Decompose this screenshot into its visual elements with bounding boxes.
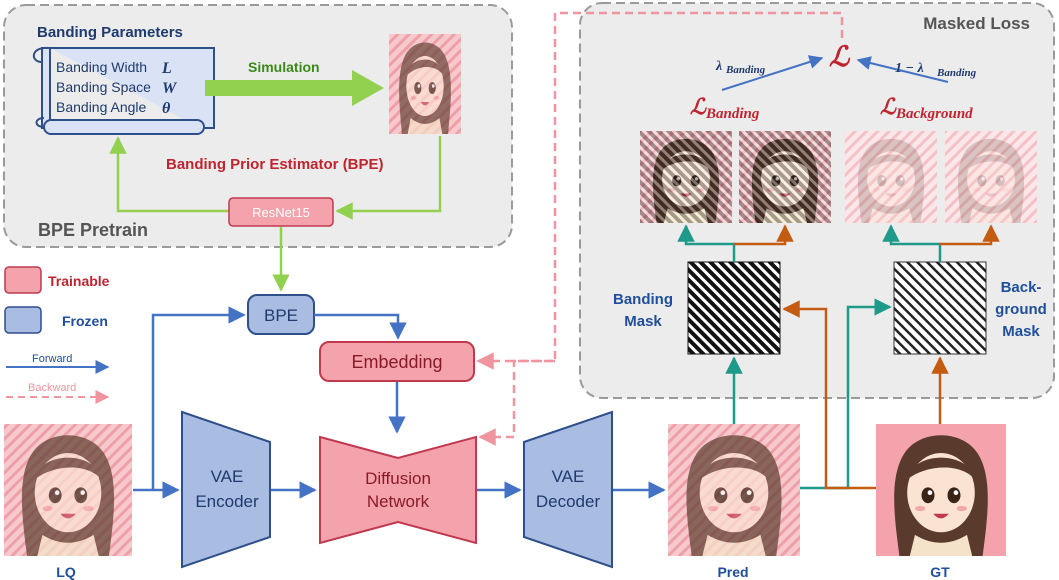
masked-loss-title: Masked Loss <box>923 14 1030 33</box>
background-loss-symbol: ℒ <box>880 94 897 119</box>
vae-encoder-label-line1: VAE <box>211 467 244 486</box>
simulated-banded-image <box>389 34 461 134</box>
banding-loss-label: ℒ Banding <box>690 94 760 122</box>
image-to-resnet-arrow <box>335 136 442 220</box>
masked-pred-background-image <box>845 131 937 223</box>
resnet-label: ResNet15 <box>252 205 310 220</box>
param-banding-angle: Banding Angle θ <box>56 99 171 117</box>
bpe-to-embedding-arrow <box>314 313 407 340</box>
bpe-pretrain-title: BPE Pretrain <box>38 220 148 240</box>
background-mask-label-line2: ground <box>995 301 1047 318</box>
banding-loss-sub: Banding <box>705 106 760 122</box>
lq-to-bpe-arrow <box>151 306 246 490</box>
banding-mask-label: Banding Mask <box>613 291 673 330</box>
resnet-box <box>228 197 334 227</box>
background-mask-to-pred-arrow <box>882 224 942 262</box>
embedding-box <box>319 341 475 382</box>
bpe-estimator-label: Banding Prior Estimator (BPE) <box>166 156 384 173</box>
vae-decoder-box <box>523 410 613 569</box>
simulation-label: Simulation <box>248 59 320 75</box>
pred-to-background-mask-arrow <box>800 298 892 490</box>
masked-pred-banding-image <box>640 131 732 223</box>
param-banding-space-symbol: W <box>162 80 178 97</box>
background-mask-to-gt-arrow <box>940 224 1000 246</box>
banding-mask-to-gt-arrow <box>734 224 794 246</box>
total-loss-symbol: ℒ <box>829 42 851 73</box>
resnet-to-params-arrow <box>109 136 229 213</box>
banding-mask-image <box>687 261 781 355</box>
background-weight-label: 1 − λ Banding <box>895 61 977 79</box>
banding-weight-sub: Banding <box>725 64 766 76</box>
param-banding-width: Banding Width L <box>56 59 172 77</box>
legend-frozen-swatch <box>4 306 42 334</box>
banding-weight-arrow <box>721 55 824 91</box>
legend-backward-label: Backward <box>28 382 76 394</box>
background-loss-sub: Background <box>895 106 973 122</box>
vae-decoder-label-line2: Decoder <box>536 492 601 511</box>
param-banding-width-symbol: L <box>161 60 172 77</box>
param-banding-space-label: Banding Space <box>56 79 151 95</box>
background-weight-sub: Banding <box>936 67 977 79</box>
embedding-label: Embedding <box>351 352 442 372</box>
banding-mask-to-pred-arrow <box>677 224 736 262</box>
banding-parameters-scroll <box>32 46 215 135</box>
simulation-arrow <box>205 70 384 106</box>
background-mask-label-line1: Back- <box>1001 279 1042 296</box>
vae-decoder-label-line1: VAE <box>552 467 585 486</box>
pred-label: Pred <box>717 564 748 580</box>
banding-mask-label-line1: Banding <box>613 291 673 308</box>
gt-label: GT <box>930 564 950 580</box>
gt-to-banding-mask-arrow <box>782 300 876 490</box>
bpe-label: BPE <box>264 306 298 325</box>
background-weight-prefix: 1 − λ <box>895 61 924 76</box>
backward-to-diffusion-arrow <box>478 359 555 446</box>
param-banding-angle-label: Banding Angle <box>56 99 147 115</box>
param-banding-space: Banding Space W <box>56 79 178 97</box>
background-weight-arrow <box>856 56 949 83</box>
lq-image <box>4 424 132 556</box>
param-banding-width-label: Banding Width <box>56 59 147 75</box>
diffusion-network-box <box>319 435 477 545</box>
pred-image <box>668 424 800 556</box>
banding-loss-symbol: ℒ <box>690 94 707 119</box>
background-mask-label: Back- ground Mask <box>995 279 1047 340</box>
vae-encoder-label-line2: Encoder <box>195 492 259 511</box>
banding-weight-symbol: λ <box>715 59 722 74</box>
vae-encoder-box <box>181 410 271 569</box>
diffusion-network-label-line2: Network <box>367 492 430 511</box>
legend-frozen-label: Frozen <box>62 313 108 329</box>
banding-mask-label-line2: Mask <box>624 313 662 330</box>
background-mask-image <box>893 261 987 355</box>
banding-weight-label: λ Banding <box>715 59 766 76</box>
legend-trainable-label: Trainable <box>48 273 110 289</box>
gt-image <box>876 424 1006 556</box>
lq-label: LQ <box>56 564 76 580</box>
background-loss-label: ℒ Background <box>880 94 973 122</box>
legend-forward-label: Forward <box>32 353 72 365</box>
diffusion-network-label-line1: Diffusion <box>365 469 431 488</box>
masked-gt-banding-image <box>739 131 831 223</box>
backward-to-embedding-arrow <box>476 11 844 370</box>
background-mask-label-line3: Mask <box>1002 323 1040 340</box>
legend-trainable-swatch <box>4 266 42 294</box>
masked-gt-background-image <box>945 131 1037 223</box>
param-banding-angle-symbol: θ <box>162 100 171 117</box>
banding-parameters-heading: Banding Parameters <box>37 24 183 41</box>
